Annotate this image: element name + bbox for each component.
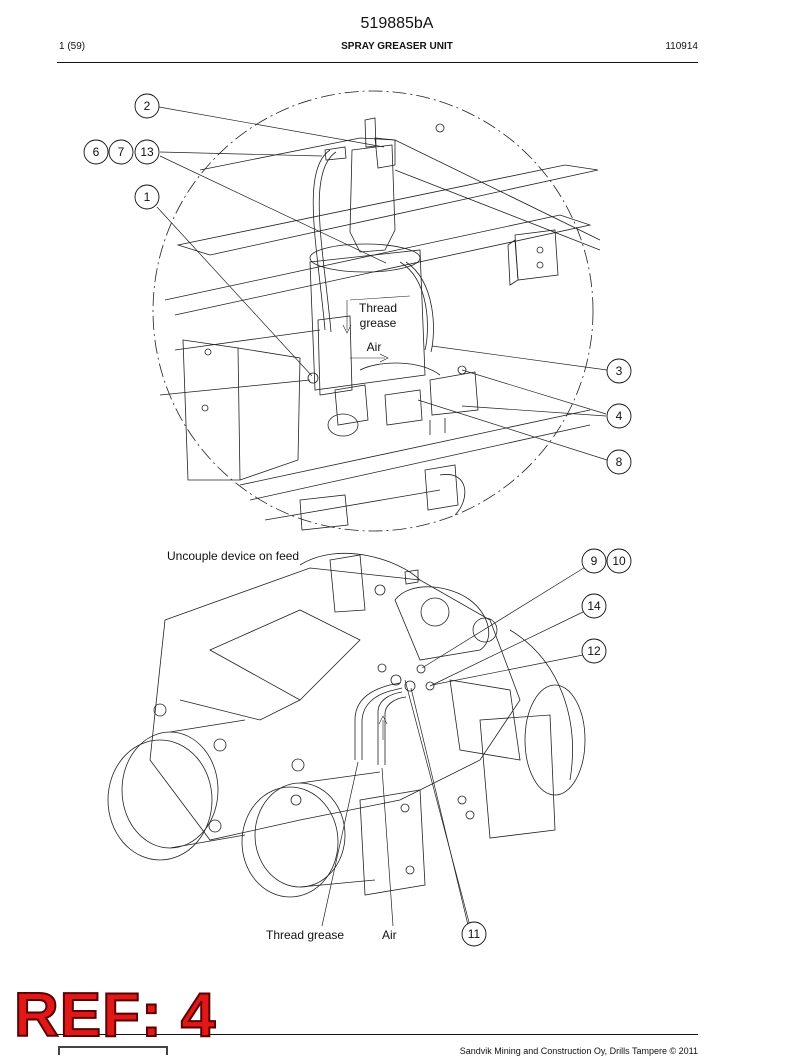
label-thread-grease-bottom: Thread grease bbox=[266, 928, 344, 942]
page-number: 1 (59) bbox=[59, 41, 86, 52]
detail-circle bbox=[152, 90, 594, 532]
callout-8: 8 bbox=[616, 455, 623, 469]
sandvik-logo bbox=[58, 1046, 168, 1055]
ref-stamp: REF: 4 bbox=[13, 981, 217, 1050]
callout-11: 11 bbox=[468, 927, 481, 941]
bottom-assembly-drawing bbox=[107, 552, 586, 898]
header-rule bbox=[57, 62, 698, 63]
label-air-top: Air bbox=[367, 340, 382, 354]
callout-7: 7 bbox=[118, 145, 125, 159]
callout-9: 9 bbox=[591, 554, 598, 568]
label-air-bottom: Air bbox=[382, 928, 397, 942]
label-thread-grease-line2: grease bbox=[360, 316, 397, 330]
label-thread-grease-line1: Thread bbox=[359, 301, 397, 315]
callout-1: 1 bbox=[144, 190, 151, 204]
callout-2: 2 bbox=[144, 99, 151, 113]
bottom-figure-caption: Uncouple device on feed bbox=[167, 549, 299, 563]
callout-4: 4 bbox=[616, 409, 623, 423]
copyright-text: Sandvik Mining and Construction Oy, Dril… bbox=[459, 1046, 698, 1056]
bottom-leader-lines bbox=[321, 565, 588, 927]
callout-3: 3 bbox=[616, 364, 623, 378]
document-date: 110914 bbox=[665, 41, 698, 52]
document-number: 519885bA bbox=[360, 15, 434, 32]
callout-12: 12 bbox=[587, 644, 601, 658]
callout-14: 14 bbox=[587, 599, 601, 613]
footer-rule bbox=[57, 1034, 698, 1035]
top-assembly-drawing bbox=[159, 117, 601, 531]
callout-6: 6 bbox=[93, 145, 100, 159]
document-title: SPRAY GREASER UNIT bbox=[341, 41, 453, 52]
callout-13: 13 bbox=[140, 145, 154, 159]
top-leader-lines bbox=[156, 106, 608, 461]
callout-10: 10 bbox=[612, 554, 626, 568]
